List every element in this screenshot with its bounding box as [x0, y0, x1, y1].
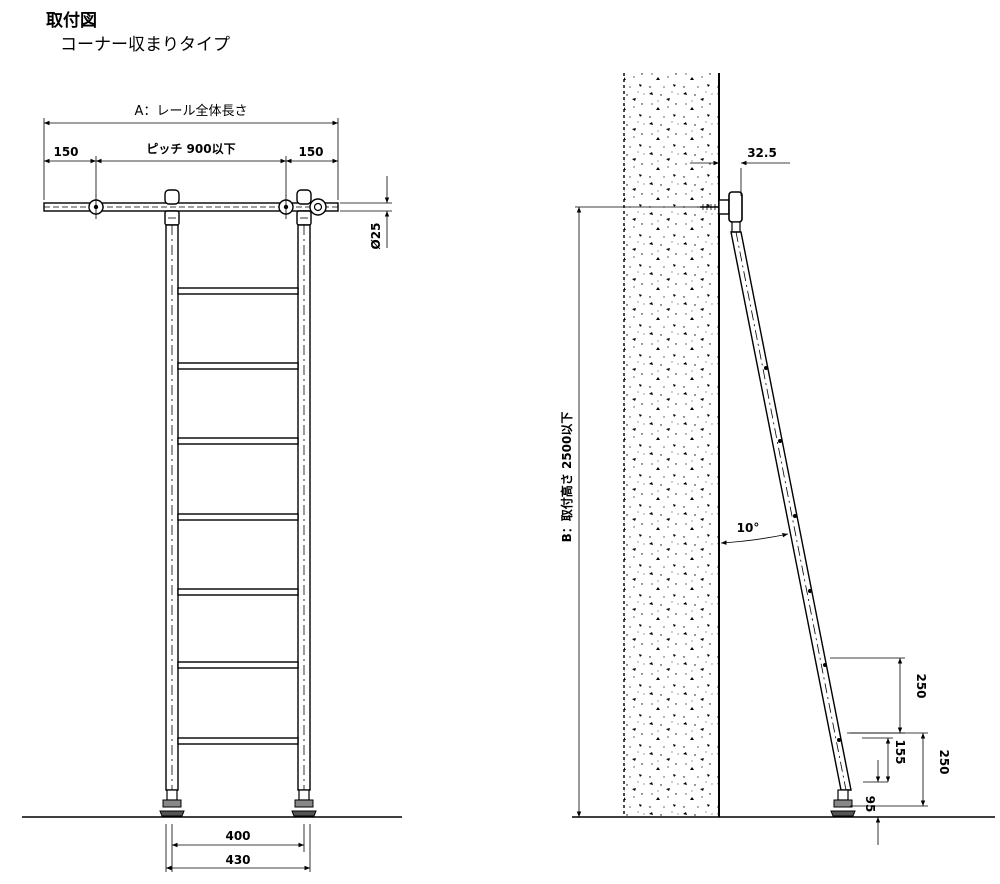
dimension-wall-gap: 32.5: [690, 146, 790, 196]
dim-155-label: 155: [893, 739, 907, 764]
roller-left: [164, 189, 180, 226]
dimension-95: 95: [863, 760, 888, 845]
ladder-stile-left: [165, 224, 179, 791]
dimension-250-upper: 250: [830, 657, 928, 734]
front-view: A：レール全体長さ 150 ピッチ 900以下 150 Ø25: [22, 103, 402, 872]
foot-right: [291, 789, 317, 817]
rail-bracket-right: [278, 195, 294, 219]
dimension-bottom-widths: 400 430: [165, 824, 311, 872]
dimension-angle: 10°: [720, 521, 789, 545]
rail-end-cap: [309, 198, 327, 216]
rung: [177, 737, 299, 745]
dimension-155: 155: [862, 737, 907, 782]
mount-height-label: B：取付高さ 2500以下: [559, 412, 574, 543]
dimension-250-lower: 250: [850, 732, 951, 807]
drawing-subtitle: コーナー収まりタイプ: [60, 35, 230, 55]
foot-left: [159, 789, 185, 817]
rung: [177, 513, 299, 521]
rail-length-label: A：レール全体長さ: [135, 103, 248, 119]
drawing-title: 取付図: [46, 11, 97, 31]
rung: [177, 287, 299, 295]
roller-right: [296, 189, 312, 226]
dimension-mount-height: B：取付高さ 2500以下: [559, 206, 700, 817]
rung: [177, 362, 299, 370]
inclined-ladder: [730, 231, 856, 817]
dimension-rail-diameter: Ø25: [340, 176, 392, 249]
angle-label: 10°: [737, 521, 760, 535]
dim-95-label: 95: [863, 796, 877, 813]
rail-bracket-left: [88, 195, 104, 219]
ladder-rungs: [177, 287, 299, 745]
pitch-label: ピッチ 900以下: [146, 142, 235, 156]
side-view: 32.5 B：取付高さ 2500以下 10° 250 155: [559, 73, 995, 845]
dimension-pitch-row: 150 ピッチ 900以下 150: [44, 142, 338, 196]
wall-gap-label: 32.5: [747, 146, 777, 160]
rung: [177, 661, 299, 669]
right-offset-label: 150: [298, 145, 323, 159]
ladder-stile-right: [297, 224, 311, 791]
dim-250-lower-label: 250: [937, 749, 951, 774]
diameter-label: Ø25: [369, 223, 383, 250]
outer-width-label: 430: [225, 853, 250, 867]
inner-width-label: 400: [225, 829, 250, 843]
rung: [177, 437, 299, 445]
dimension-rail-length: A：レール全体長さ: [43, 103, 339, 200]
rung: [177, 588, 299, 596]
left-offset-label: 150: [53, 145, 78, 159]
concrete-wall: [624, 73, 719, 817]
dim-250-upper-label: 250: [914, 673, 928, 698]
